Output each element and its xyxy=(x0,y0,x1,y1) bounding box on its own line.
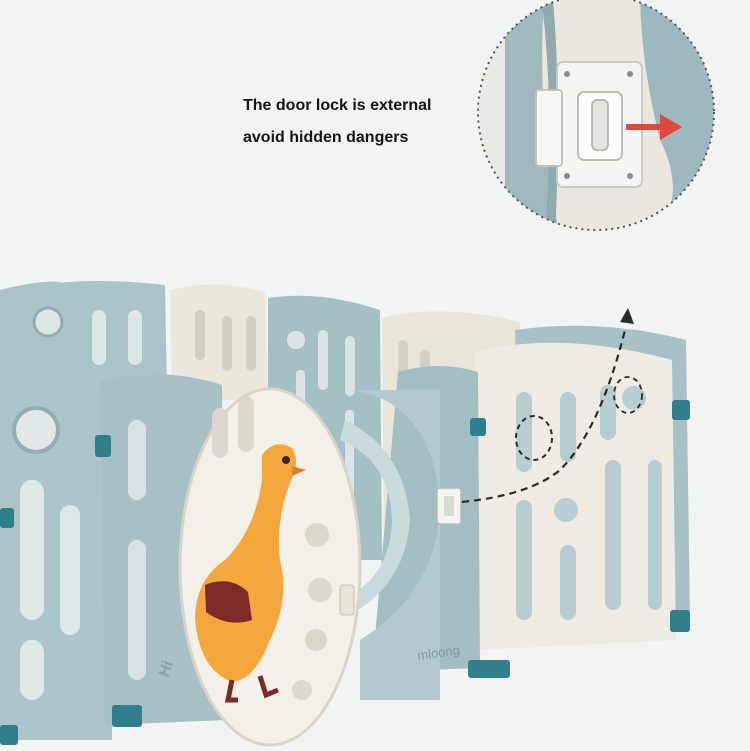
brand-mark-mloong: mloong xyxy=(416,642,460,663)
caption-line-1: The door lock is external xyxy=(243,97,432,114)
duck-door xyxy=(178,387,362,747)
caption-block: The door lock is external avoid hidden d… xyxy=(243,90,432,154)
duck-figure-icon xyxy=(195,444,306,703)
dashed-path-arrow-icon xyxy=(461,308,643,504)
door-frame-panel: mloong xyxy=(340,366,510,700)
lock-zoom-inset xyxy=(477,0,715,231)
brand-mark-hi: Hi xyxy=(156,659,177,680)
red-arrow-icon xyxy=(626,114,682,140)
door-lock-icon xyxy=(535,89,563,167)
caption-line-2: avoid hidden dangers xyxy=(243,129,409,146)
right-cream-panel xyxy=(475,342,690,650)
